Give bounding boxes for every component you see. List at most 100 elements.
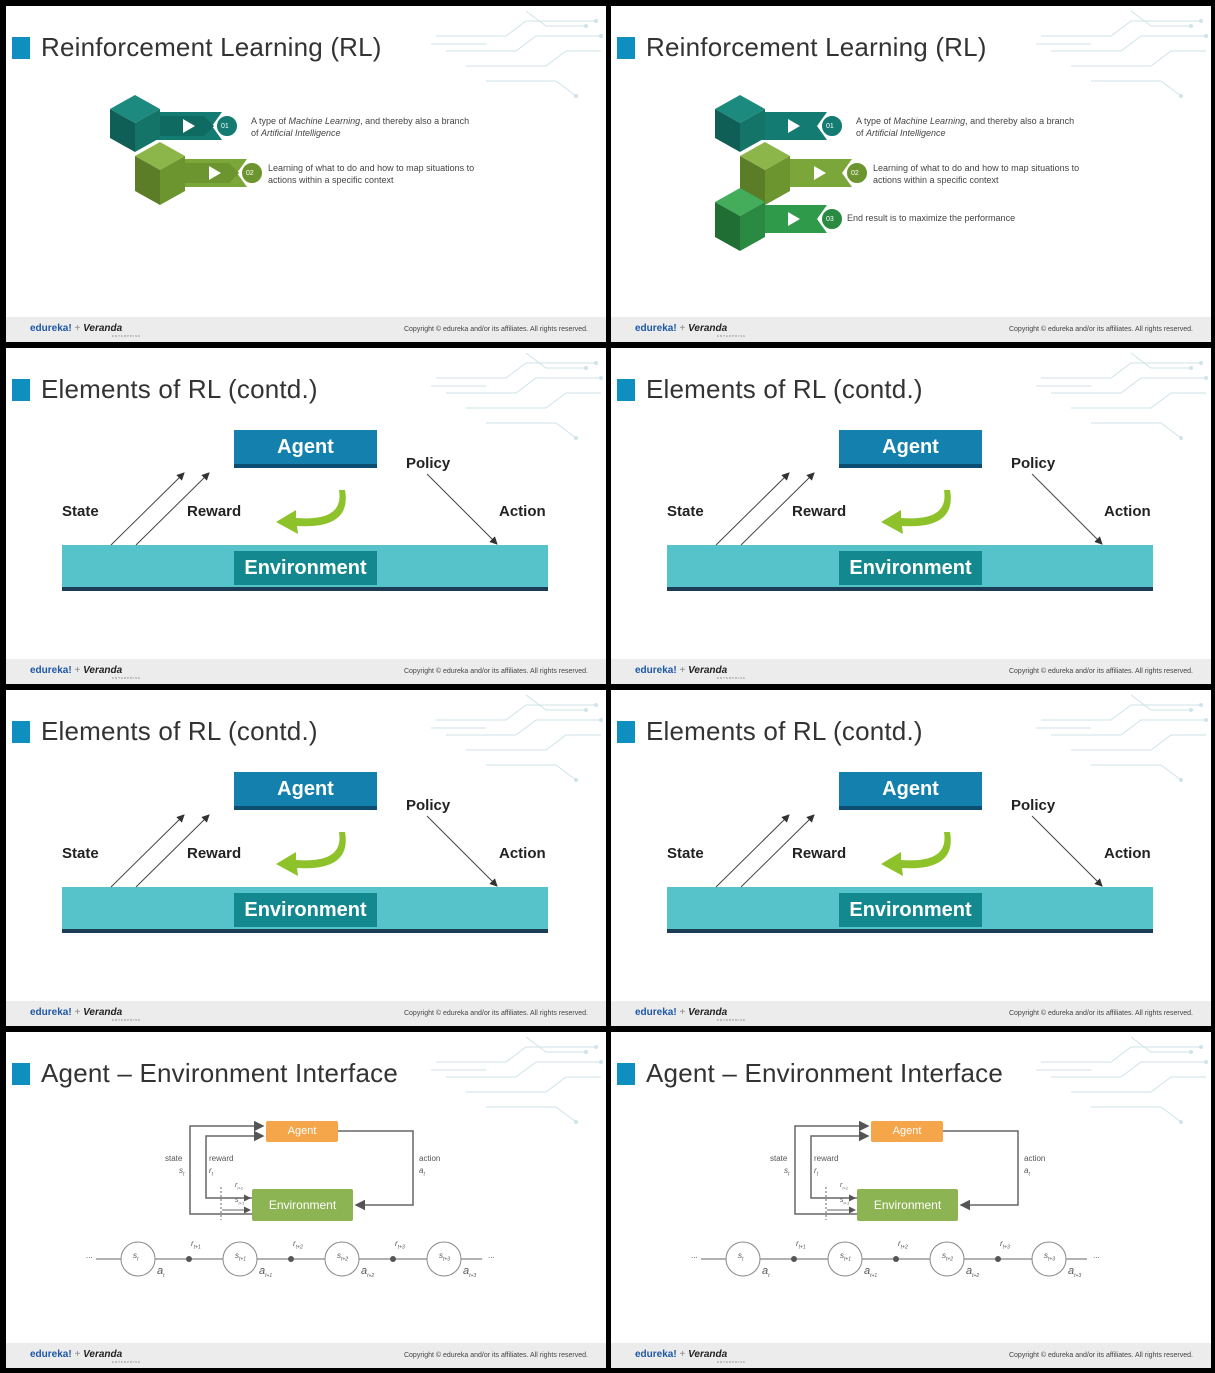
step-1-text-a: A type of — [856, 116, 894, 126]
trajectory-reward-0: rt+1 — [796, 1239, 806, 1251]
slide-title: Reinforcement Learning (RL) — [646, 32, 987, 62]
step-2-line2: actions within a specific context — [268, 175, 394, 185]
trajectory-state-0: st — [738, 1251, 744, 1263]
action-label: Action — [1104, 503, 1151, 520]
state-symbol: st — [784, 1166, 790, 1178]
step-1-text-c: of — [251, 128, 262, 138]
trajectory-reward-1: rt+2 — [293, 1239, 303, 1251]
copyright-text: Copyright © edureka and/or its affiliate… — [1008, 1010, 1193, 1017]
step-1-text-b: , and thereby also a branch — [360, 116, 470, 126]
next-state-symbol: st+1 — [840, 1197, 850, 1206]
state-label: State — [667, 503, 704, 520]
title-accent — [617, 1063, 635, 1085]
environment-box: Environment — [857, 1189, 958, 1221]
step-2-text: Learning of what to do and how to map si… — [268, 162, 474, 186]
slide-rl-intro-2[interactable]: Reinforcement Learning (RL) 01 02 03 A t… — [611, 6, 1211, 342]
slide-rl-intro-1[interactable]: Reinforcement Learning (RL) 01 02 A type… — [6, 6, 606, 342]
policy-label: Policy — [406, 797, 451, 814]
trajectory-action-0: at — [762, 1265, 770, 1280]
trajectory-state-3: st+3 — [439, 1251, 451, 1263]
trajectory-reward-0: rt+1 — [191, 1239, 201, 1251]
title-accent — [617, 37, 635, 59]
slide-title: Elements of RL (contd.) — [646, 716, 923, 746]
next-reward-symbol: rt+1 — [840, 1182, 849, 1191]
reward-symbol: rt — [814, 1166, 819, 1178]
action-label: action — [1024, 1154, 1046, 1163]
slide-title: Elements of RL (contd.) — [646, 374, 923, 404]
circuit-decoration — [1036, 1036, 1208, 1124]
action-label: action — [419, 1154, 441, 1163]
circuit-decoration — [431, 10, 603, 98]
trajectory-action-0: at — [157, 1265, 165, 1280]
environment-box: Environment — [839, 551, 982, 585]
slide-agent-env-2[interactable]: Agent – Environment Interface Agent Envi… — [611, 1032, 1211, 1368]
slide-elements-3[interactable]: Elements of RL (contd.) Agent Environmen… — [6, 690, 606, 1026]
trajectory-action-3: at+3 — [463, 1265, 477, 1280]
circuit-decoration — [431, 352, 603, 440]
slide-title: Agent – Environment Interface — [646, 1058, 1004, 1088]
step-1-text-em2: Artificial Intelligence — [866, 128, 946, 138]
step-2-text: Learning of what to do and how to map si… — [873, 162, 1079, 186]
elements-arrows — [715, 472, 1103, 546]
state-label: state — [165, 1154, 183, 1163]
slide-elements-1[interactable]: Elements of RL (contd.) Agent Environmen… — [6, 348, 606, 684]
action-label: Action — [499, 503, 546, 520]
reward-label: Reward — [792, 503, 847, 520]
elements-arrows — [110, 814, 498, 888]
step-2-number: 02 — [851, 170, 859, 177]
slide-agent-env-1[interactable]: Agent – Environment Interface Agent Envi… — [6, 1032, 606, 1368]
agent-env-loop — [96, 1120, 482, 1277]
slide-elements-2[interactable]: Elements of RL (contd.) Agent Environmen… — [611, 348, 1211, 684]
step-2-number: 02 — [246, 170, 254, 177]
trajectory-reward-1: rt+2 — [898, 1239, 908, 1251]
circuit-decoration — [431, 1036, 603, 1124]
step-2-line1: Learning of what to do and how to map si… — [268, 163, 475, 173]
step-2-line2: actions within a specific context — [873, 175, 999, 185]
agent-env-loop — [701, 1120, 1087, 1277]
trajectory-state-2: st+2 — [337, 1251, 349, 1263]
ellipsis-left: ... — [86, 1251, 93, 1260]
trajectory-state-1: st+1 — [840, 1251, 852, 1263]
step-1-text: A type of Machine Learning, and thereby … — [251, 115, 469, 139]
trajectory-reward-2: rt+3 — [1000, 1239, 1010, 1251]
trajectory-state-2: st+2 — [942, 1251, 954, 1263]
slide-elements-4[interactable]: Elements of RL (contd.) Agent Environmen… — [611, 690, 1211, 1026]
slide-title: Elements of RL (contd.) — [41, 374, 318, 404]
copyright-text: Copyright © edureka and/or its affiliate… — [1008, 326, 1193, 333]
policy-label: Policy — [406, 455, 451, 472]
elements-arrows — [715, 814, 1103, 888]
reward-label: Reward — [187, 503, 242, 520]
trajectory-state-0: st — [133, 1251, 139, 1263]
copyright-text: Copyright © edureka and/or its affiliate… — [1008, 1352, 1193, 1359]
circuit-decoration — [1036, 352, 1208, 440]
environment-box: Environment — [234, 893, 377, 927]
copyright-text: Copyright © edureka and/or its affiliate… — [1008, 668, 1193, 675]
agent-box: Agent — [234, 772, 377, 810]
next-reward-symbol: rt+1 — [235, 1182, 244, 1191]
state-label: State — [62, 845, 99, 862]
step-1-text-a: A type of — [251, 116, 289, 126]
reward-label: reward — [814, 1154, 839, 1163]
action-symbol: at — [1024, 1166, 1030, 1178]
agent-box: Agent — [839, 430, 982, 468]
reward-label: reward — [209, 1154, 234, 1163]
circuit-decoration — [1036, 694, 1208, 782]
trajectory-state-1: st+1 — [235, 1251, 247, 1263]
ellipsis-right: ... — [488, 1251, 495, 1260]
action-symbol: at — [419, 1166, 425, 1178]
title-accent — [617, 721, 635, 743]
ellipsis-right: ... — [1093, 1251, 1100, 1260]
environment-box: Environment — [252, 1189, 353, 1221]
action-label: Action — [499, 845, 546, 862]
